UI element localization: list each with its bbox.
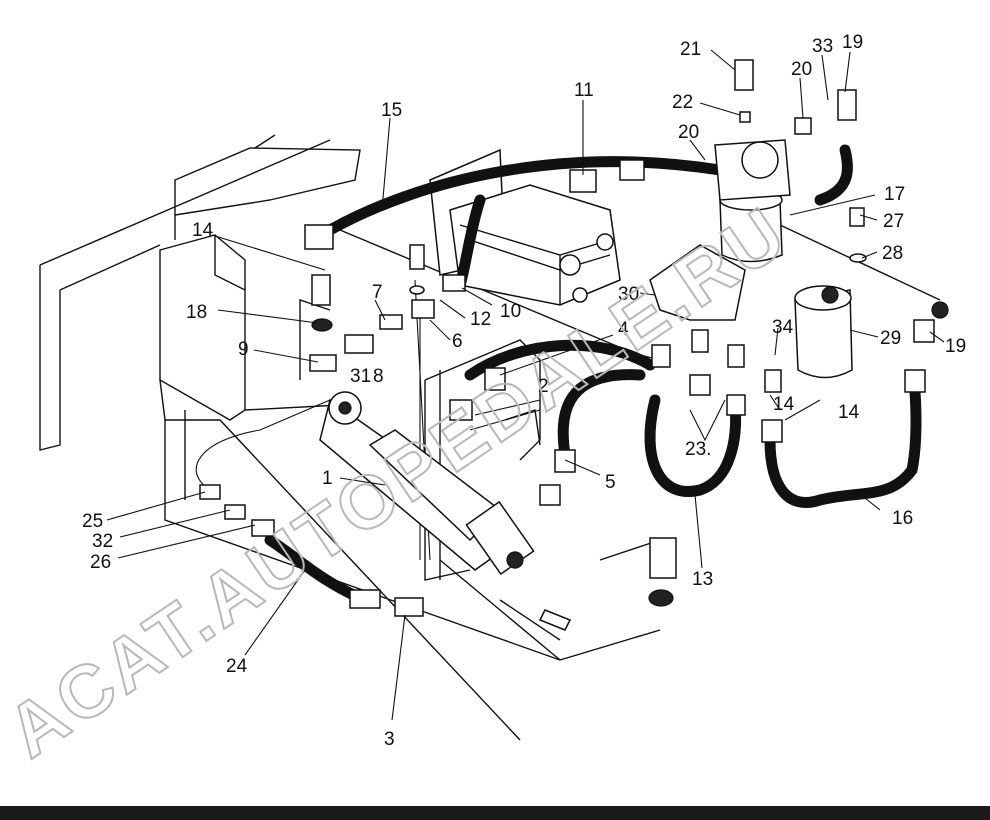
callout-4: 4 (618, 319, 629, 340)
bottom-border (0, 806, 990, 820)
fittings (199, 59, 949, 631)
steering-cylinder (319, 391, 535, 576)
callout-12: 12 (470, 309, 491, 330)
callout-5: 5 (605, 472, 616, 493)
callout-31: 31 (350, 366, 371, 387)
callout-26: 26 (90, 552, 111, 573)
callout-29: 29 (880, 328, 901, 349)
callout-6: 6 (452, 331, 463, 352)
callout-1: 1 (322, 468, 333, 489)
callout-32: 32 (92, 531, 113, 552)
callout-11: 11 (574, 80, 594, 101)
callout-25: 25 (82, 511, 103, 532)
callout-3: 3 (384, 729, 395, 750)
callout-15: 15 (381, 100, 402, 121)
callout-20b: 20 (678, 122, 699, 143)
leader-lines (106, 49, 945, 721)
callout-19a: 19 (842, 32, 863, 53)
callout-8: 8 (373, 366, 384, 387)
callout-9: 9 (238, 339, 249, 360)
callout-19b: 19 (945, 336, 966, 357)
callout-10: 10 (500, 301, 521, 322)
callout-labels: 1 2 3 4 5 6 7 8 9 10 11 12 13 14 14 14 1… (82, 32, 966, 750)
callout-20a: 20 (791, 59, 812, 80)
callout-17: 17 (884, 184, 905, 205)
callout-23: 23. (685, 439, 711, 460)
callout-13: 13 (692, 569, 713, 590)
callout-33: 33 (812, 36, 833, 57)
callout-14c: 14 (838, 402, 860, 423)
callout-30: 30 (618, 284, 639, 305)
callout-18: 18 (186, 302, 207, 323)
callout-24: 24 (226, 656, 248, 677)
callout-27: 27 (883, 211, 904, 232)
callout-14b: 14 (773, 394, 795, 415)
hose-set (195, 144, 922, 604)
callout-7: 7 (372, 282, 383, 303)
callout-2: 2 (538, 376, 549, 397)
callout-28: 28 (882, 243, 903, 264)
watermark-text: ACAT.AUTOPEDALE.RU (0, 190, 802, 773)
callout-16: 16 (892, 508, 913, 529)
callout-22: 22 (672, 92, 693, 113)
callout-14a: 14 (192, 220, 214, 241)
callout-34: 34 (772, 317, 794, 338)
filter-assembly (649, 139, 853, 379)
callout-21: 21 (680, 39, 701, 60)
